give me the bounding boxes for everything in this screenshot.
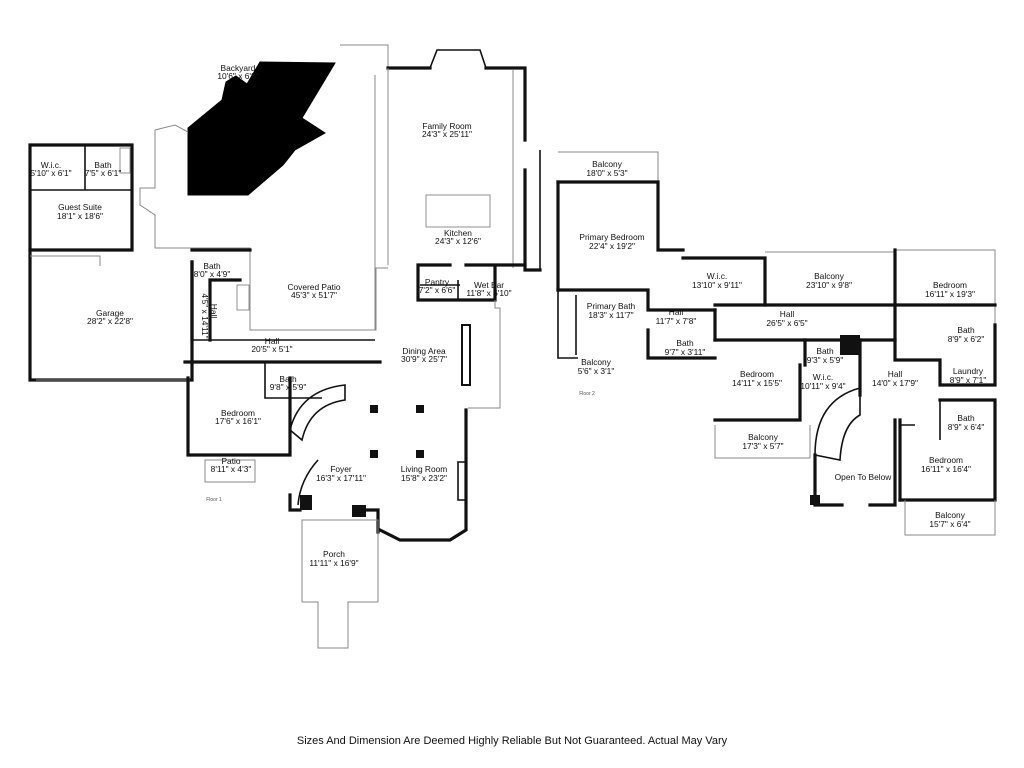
room-balcony-2-dims: 23'10" x 9'8": [806, 280, 852, 290]
room-balcony-4-name: Balcony: [748, 432, 779, 442]
room-bath-4-dims: 8'9" x 6'2": [948, 334, 985, 344]
room-balcony-3-dims: 5'6" x 3'1": [578, 366, 615, 376]
room-patio-dims: 8'11" x 4'3": [211, 464, 252, 474]
room-bath-3-dims: 9'8" x 5'9": [270, 382, 307, 392]
room-wic-3-name: W.i.c.: [813, 372, 833, 382]
floor-2-walls: [556, 151, 997, 536]
room-bedroom-4-name: Bedroom: [929, 455, 963, 465]
room-bath-5-name: Bath: [676, 338, 694, 348]
room-open-to-below-name: Open To Below: [835, 472, 893, 482]
room-pantry-dims: 7'2" x 6'6": [419, 285, 456, 295]
room-backyard-name: Backyard: [221, 63, 256, 73]
room-hall-3-name: Hall: [780, 309, 795, 319]
room-foyer-dims: 16'3" x 17'11": [316, 473, 366, 483]
room-backyard-dims: 10'6" x 6'8": [217, 71, 258, 81]
room-hall-2-dims: 11'7" x 7'8": [656, 316, 697, 326]
room-dining-area-dims: 30'9" x 25'7": [401, 354, 447, 364]
room-wic-2-dims: 13'10" x 9'11": [692, 280, 742, 290]
backyard-pool-shape: [187, 61, 336, 196]
room-living-room-dims: 15'8" x 23'2": [401, 473, 447, 483]
room-bath-guest-dims: 7'5" x 6'1": [85, 168, 122, 178]
room-garage-name: Garage: [96, 308, 124, 318]
room-family-room-dims: 24'3" x 25'11": [422, 129, 472, 139]
room-guest-suite-dims: 18'1" x 18'6": [57, 211, 103, 221]
room-wic-3-dims: 10'11" x 9'4": [800, 381, 845, 391]
room-bedroom-3-dims: 14'11" x 15'5": [732, 378, 782, 388]
room-dining-area-name: Dining Area: [402, 346, 446, 356]
room-bath-6-dims: 9'3" x 5'9": [807, 355, 844, 365]
floor-1-walls: [28, 44, 542, 649]
room-pantry-name: Pantry: [425, 277, 450, 287]
room-hall-vertical-dims: 4'5" x 14'11": [200, 293, 210, 338]
room-bath-6-name: Bath: [816, 346, 834, 356]
room-bath-7-name: Bath: [957, 413, 975, 423]
kitchen-island: [425, 194, 491, 228]
room-balcony-5-name: Balcony: [935, 510, 966, 520]
floor-1-label: Floor 1: [206, 497, 222, 503]
room-family-room-name: Family Room: [422, 121, 471, 131]
room-bedroom-4-dims: 16'11" x 16'4": [921, 464, 971, 474]
room-hall-4-dims: 14'0" x 17'9": [872, 378, 918, 388]
room-balcony-4-dims: 17'3" x 5'7": [742, 441, 783, 451]
room-bedroom-1-dims: 17'6" x 16'1": [215, 416, 261, 426]
room-guest-suite-name: Guest Suite: [58, 202, 102, 212]
room-bath-5-dims: 9'7" x 3'11": [665, 347, 706, 357]
room-porch-dims: 11'11" x 16'9": [309, 558, 358, 568]
room-bath-2-dims: 8'0" x 4'9": [194, 269, 231, 279]
floor-2-label: Floor 2: [579, 391, 595, 397]
room-hall-3-dims: 26'5" x 6'5": [766, 318, 807, 328]
room-wic-1-dims: 5'10" x 6'1": [30, 168, 71, 178]
room-hall-vertical-name: Hall: [209, 304, 219, 319]
room-kitchen-name: Kitchen: [444, 228, 472, 238]
room-covered-patio-name: Covered Patio: [287, 282, 340, 292]
room-balcony-1-dims: 18'0" x 5'3": [586, 168, 627, 178]
room-porch-name: Porch: [323, 549, 345, 559]
room-bath-2-name: Bath: [203, 261, 221, 271]
room-foyer-name: Foyer: [330, 464, 352, 474]
room-wet-bar-dims: 11'8" x 6'10": [466, 288, 511, 298]
room-bedroom-2-dims: 16'11" x 19'3": [925, 289, 975, 299]
room-primary-bedroom-dims: 22'4" x 19'2": [589, 241, 635, 251]
room-laundry-dims: 8'9" x 7'1": [950, 375, 987, 385]
room-wic-1-name: W.i.c.: [41, 160, 61, 170]
floor-2-labels: Balcony 18'0" x 5'3" Primary Bedroom 22'…: [578, 159, 987, 529]
room-hall-4-name: Hall: [888, 369, 903, 379]
room-wet-bar-name: Wet Bar: [474, 280, 504, 290]
room-bath-guest-name: Bath: [94, 160, 112, 170]
room-garage-dims: 28'2" x 22'8": [87, 316, 133, 326]
room-balcony-3-name: Balcony: [581, 357, 612, 367]
room-bedroom-2-name: Bedroom: [933, 280, 967, 290]
room-primary-bath-name: Primary Bath: [587, 301, 636, 311]
room-bedroom-3-name: Bedroom: [740, 369, 774, 379]
room-balcony-1-name: Balcony: [592, 159, 623, 169]
room-patio-name: Patio: [221, 456, 240, 466]
room-bath-7-dims: 8'9" x 6'4": [948, 422, 985, 432]
room-bedroom-1-name: Bedroom: [221, 408, 255, 418]
room-hall-name: Hall: [265, 336, 280, 346]
room-primary-bedroom-name: Primary Bedroom: [579, 232, 644, 242]
room-kitchen-dims: 24'3" x 12'6": [435, 236, 481, 246]
room-hall-2-name: Hall: [669, 307, 684, 317]
room-covered-patio-dims: 45'3" x 51'7": [291, 290, 337, 300]
room-bath-3-name: Bath: [279, 374, 297, 384]
disclaimer-text: Sizes And Dimension Are Deemed Highly Re…: [296, 735, 728, 747]
floor-1-labels: Backyard 10'6" x 6'8" Family Room 24'3" …: [30, 63, 511, 568]
room-bath-4-name: Bath: [957, 325, 975, 335]
room-balcony-5-dims: 15'7" x 6'4": [929, 519, 970, 529]
room-balcony-2-name: Balcony: [814, 271, 845, 281]
room-living-room-name: Living Room: [401, 464, 448, 474]
room-wic-2-name: W.i.c.: [707, 271, 727, 281]
room-laundry-name: Laundry: [953, 366, 984, 376]
room-hall-dims: 20'5" x 5'1": [251, 344, 292, 354]
room-primary-bath-dims: 18'3" x 11'7": [588, 310, 633, 320]
